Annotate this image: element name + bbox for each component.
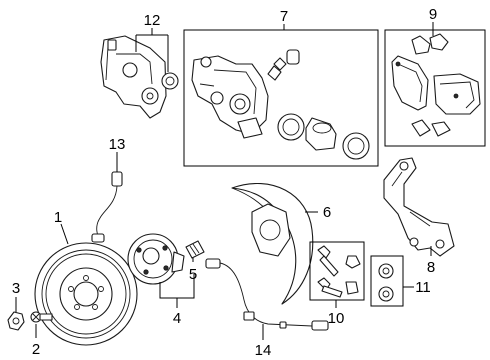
abs-sensor: [205, 258, 329, 331]
wheel-stud: [185, 240, 205, 259]
callout-6: 6: [323, 204, 331, 221]
hub-nut: [7, 311, 25, 331]
shield-bolts: [317, 245, 361, 298]
callout-5: 5: [189, 266, 197, 283]
caliper-kit-box: [183, 29, 379, 167]
bushings-box: [370, 255, 404, 307]
splash-shield: [231, 183, 314, 305]
callout-14: 14: [255, 342, 272, 359]
callout-10: 10: [328, 310, 345, 327]
caliper-support: [383, 157, 455, 257]
brake-pad-kit-box: [384, 29, 486, 147]
callout-1: 1: [54, 209, 62, 226]
brake-pad-kit: [391, 33, 481, 137]
brake-hose: [91, 171, 123, 243]
bushings: [378, 263, 394, 302]
caliper-kit: [191, 49, 370, 160]
rotor-screw: [30, 311, 53, 323]
callout-4: 4: [173, 310, 181, 327]
callout-13: 13: [109, 136, 126, 153]
hub-bearing-assembly: [127, 233, 185, 285]
parking-brake-actuator: [100, 35, 179, 119]
callout-8: 8: [427, 259, 435, 276]
callout-12: 12: [144, 12, 161, 29]
leader-lines: [15, 22, 434, 340]
rotor: [34, 242, 138, 346]
callout-11: 11: [415, 279, 431, 296]
shield-bolts-box: [309, 241, 365, 301]
callout-9: 9: [429, 6, 437, 23]
callout-3: 3: [12, 280, 20, 297]
callout-numbers: 12 7 9 13 1 3 2 5 4 6 8 10 11 14: [12, 6, 437, 359]
callout-7: 7: [280, 8, 288, 25]
callout-2: 2: [32, 341, 40, 358]
